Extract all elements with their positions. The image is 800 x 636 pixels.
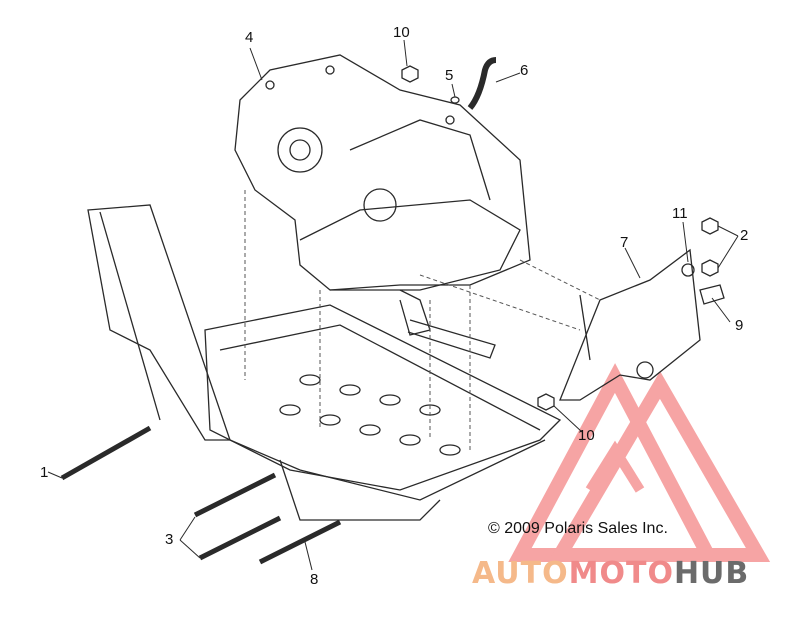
mount-bracket bbox=[559, 248, 701, 401]
watermark-logo bbox=[508, 363, 771, 562]
copyright-notice: © 2009 Polaris Sales Inc. bbox=[488, 520, 668, 537]
callout-8: 8 bbox=[310, 571, 319, 588]
callout-1: 1 bbox=[40, 464, 49, 481]
frame-skid-plate bbox=[87, 204, 562, 521]
watermark-part-hub: HUB bbox=[673, 556, 750, 591]
callout-5: 5 bbox=[445, 67, 454, 84]
watermark-part-moto: MOTO bbox=[568, 556, 674, 591]
hardware bbox=[60, 57, 725, 565]
callout-3: 3 bbox=[165, 531, 174, 548]
callout-2: 2 bbox=[740, 227, 749, 244]
watermark-part-auto: AUTO bbox=[472, 556, 569, 591]
callout-11: 11 bbox=[672, 205, 688, 222]
watermark-text: AUTOMOTOHUB bbox=[472, 556, 749, 591]
leader-lines bbox=[47, 39, 739, 571]
callout-10-bottom: 10 bbox=[578, 427, 595, 444]
callout-4: 4 bbox=[245, 29, 254, 46]
callout-7: 7 bbox=[620, 234, 629, 251]
callout-6: 6 bbox=[520, 62, 529, 79]
alignment-lines bbox=[244, 190, 601, 450]
callout-10-top: 10 bbox=[393, 24, 410, 41]
transmission-assembly bbox=[234, 54, 531, 359]
callout-9: 9 bbox=[735, 317, 744, 334]
